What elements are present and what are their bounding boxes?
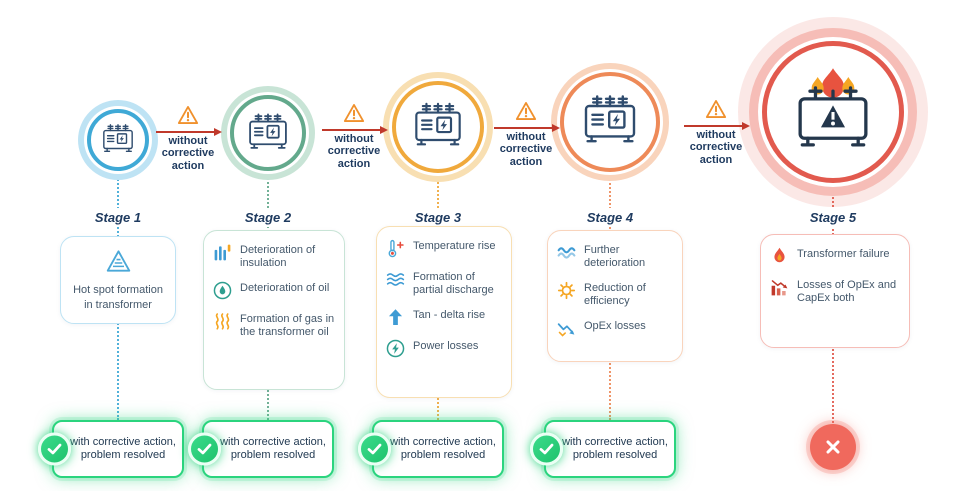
card-item-text: Power losses bbox=[413, 339, 479, 352]
card-item: Formation of gas in the transformer oil bbox=[212, 311, 336, 339]
partial-discharge-waves-icon bbox=[385, 269, 406, 290]
check-icon bbox=[38, 432, 71, 466]
without-action-connector-4: without corrective action bbox=[678, 98, 754, 166]
hot-spot-icon bbox=[105, 248, 132, 274]
right-arrow bbox=[494, 124, 560, 132]
stage4-circle bbox=[560, 72, 660, 172]
card-item: Reduction of efficiency bbox=[556, 280, 674, 308]
check-icon bbox=[188, 432, 221, 466]
card-item: Tan - delta rise bbox=[385, 307, 503, 328]
card-item-text: Hot spot formation in transformer bbox=[73, 284, 163, 311]
stage3-card: Temperature rise Formation of partial di… bbox=[376, 226, 512, 398]
stage4-card: Further deterioration Reduction of effic… bbox=[547, 230, 683, 362]
transformer-icon bbox=[244, 112, 292, 155]
without-action-connector-1: without corrective action bbox=[150, 104, 226, 172]
stage1-circle bbox=[87, 109, 149, 171]
card-item-text: Reduction of efficiency bbox=[584, 281, 646, 307]
stage1-card: Hot spot formation in transformer bbox=[60, 236, 176, 324]
rise-arrow-icon bbox=[385, 307, 406, 328]
stage3-label: Stage 3 bbox=[393, 208, 483, 227]
card-item-text: Temperature rise bbox=[413, 240, 496, 252]
warning-triangle-icon bbox=[705, 98, 727, 120]
warning-triangle-icon bbox=[177, 104, 199, 126]
resolution-box-3: with corrective action, problem resolved bbox=[358, 420, 504, 478]
opex-losses-icon bbox=[556, 318, 577, 339]
gas-waves-icon bbox=[212, 311, 233, 332]
transformer-icon bbox=[578, 93, 642, 151]
stage5-circle bbox=[762, 41, 904, 183]
stage2-label: Stage 2 bbox=[223, 208, 313, 227]
check-icon bbox=[358, 432, 391, 466]
stage5-label: Stage 5 bbox=[788, 208, 878, 227]
stage5-card: Transformer failure Losses of OpEx and C… bbox=[760, 234, 910, 348]
without-action-connector-2: without corrective action bbox=[316, 102, 392, 170]
stage1-label: Stage 1 bbox=[73, 208, 163, 227]
card-item: Deterioration of oil bbox=[212, 280, 336, 301]
resolution-text: with corrective action, problem resolved bbox=[220, 435, 326, 461]
losses-chart-icon bbox=[769, 277, 790, 298]
failure-circle bbox=[810, 424, 856, 470]
stage3-circle bbox=[392, 81, 484, 173]
warning-triangle-icon bbox=[515, 100, 537, 122]
connector-label: without corrective action bbox=[327, 133, 381, 170]
resolution-text: with corrective action, problem resolved bbox=[70, 435, 176, 461]
card-item: Transformer failure bbox=[769, 246, 901, 267]
card-item: Power losses bbox=[385, 338, 503, 359]
thermometer-icon bbox=[385, 238, 406, 259]
resolution-box-2: with corrective action, problem resolved bbox=[188, 420, 334, 478]
card-item-text: Formation of partial discharge bbox=[413, 271, 494, 296]
card-item-text: Formation of gas in the transformer oil bbox=[240, 312, 335, 338]
stage4-label: Stage 4 bbox=[565, 208, 655, 227]
right-arrow bbox=[156, 128, 222, 136]
resolution-text: with corrective action, problem resolved bbox=[390, 435, 496, 461]
connector-label: without corrective action bbox=[161, 135, 215, 172]
transformer-icon bbox=[409, 101, 467, 153]
connector-label: without corrective action bbox=[689, 129, 743, 166]
resolution-box-1: with corrective action, problem resolved bbox=[38, 420, 184, 478]
card-item: Temperature rise bbox=[385, 238, 503, 259]
card-item: Losses of OpEx and CapEx both bbox=[769, 277, 901, 305]
card-item: Deterioration of insulation bbox=[212, 242, 336, 270]
resolution-text: with corrective action, problem resolved bbox=[562, 435, 668, 461]
stage2-card: Deterioration of insulation Deterioratio… bbox=[203, 230, 345, 390]
power-losses-icon bbox=[385, 338, 406, 359]
card-item: Further deterioration bbox=[556, 242, 674, 270]
card-item: Formation of partial discharge bbox=[385, 269, 503, 297]
stage2-circle bbox=[230, 95, 306, 171]
card-item-text: Losses of OpEx and CapEx both bbox=[797, 279, 897, 304]
check-icon bbox=[530, 432, 563, 466]
oil-drop-icon bbox=[212, 280, 233, 301]
right-arrow bbox=[322, 126, 388, 134]
card-item-text: Transformer failure bbox=[797, 248, 890, 260]
deterioration-wave-icon bbox=[556, 242, 577, 263]
burning-transformer-icon bbox=[789, 66, 877, 158]
insulation-bars-icon bbox=[212, 242, 233, 263]
card-item-text: Deterioration of insulation bbox=[240, 244, 316, 269]
failure-x-icon bbox=[822, 436, 844, 458]
efficiency-gear-icon bbox=[556, 280, 577, 301]
card-item-text: Tan - delta rise bbox=[413, 308, 486, 321]
right-arrow bbox=[684, 122, 750, 130]
connector-label: without corrective action bbox=[499, 131, 553, 168]
warning-triangle-icon bbox=[343, 102, 365, 124]
card-item-text: Deterioration of oil bbox=[240, 281, 330, 294]
resolution-box-4: with corrective action, problem resolved bbox=[530, 420, 676, 478]
card-item-text: OpEx losses bbox=[584, 319, 646, 332]
without-action-connector-3: without corrective action bbox=[488, 100, 564, 168]
transformer-icon bbox=[99, 123, 137, 157]
card-item: OpEx losses bbox=[556, 318, 674, 339]
flame-icon bbox=[769, 246, 790, 267]
card-item-text: Further deterioration bbox=[584, 244, 646, 269]
